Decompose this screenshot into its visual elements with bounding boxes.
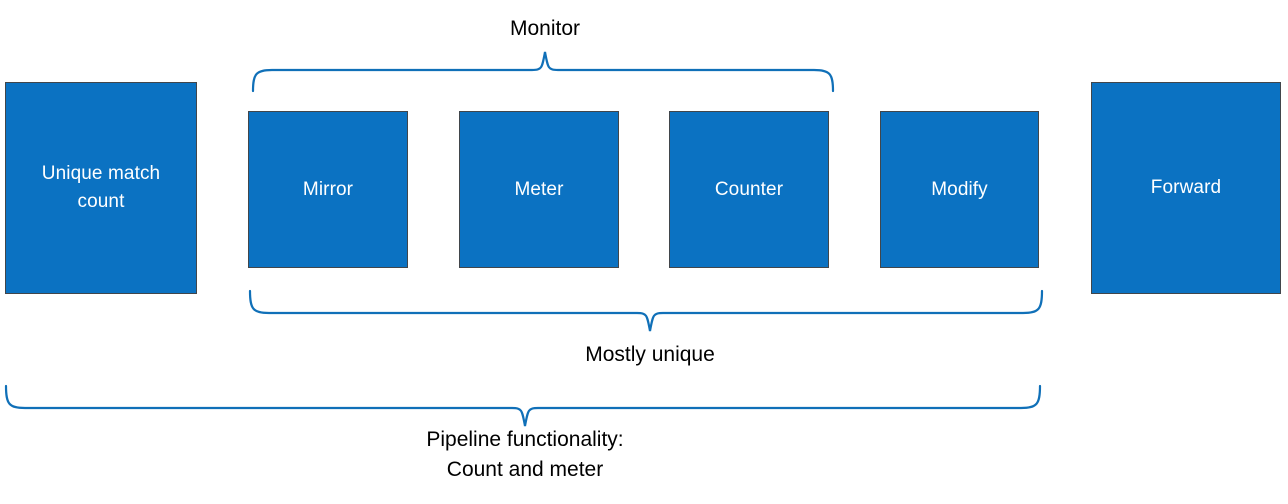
box-meter[interactable]: Meter bbox=[459, 111, 619, 268]
monitor-brace bbox=[251, 51, 835, 93]
caption-pipeline-functionality: Pipeline functionality: Count and meter bbox=[426, 428, 624, 481]
box-modify[interactable]: Modify bbox=[880, 111, 1039, 268]
box-forward[interactable]: Forward bbox=[1091, 82, 1281, 294]
box-unique-match-count[interactable]: Unique match count bbox=[5, 82, 197, 294]
mostly-unique-brace bbox=[248, 289, 1044, 332]
box-counter[interactable]: Counter bbox=[669, 111, 829, 268]
caption-monitor: Monitor bbox=[509, 17, 581, 40]
box-mirror[interactable]: Mirror bbox=[248, 111, 408, 268]
pipeline-functionality-brace bbox=[4, 384, 1042, 427]
caption-mostly-unique: Mostly unique bbox=[585, 343, 715, 366]
